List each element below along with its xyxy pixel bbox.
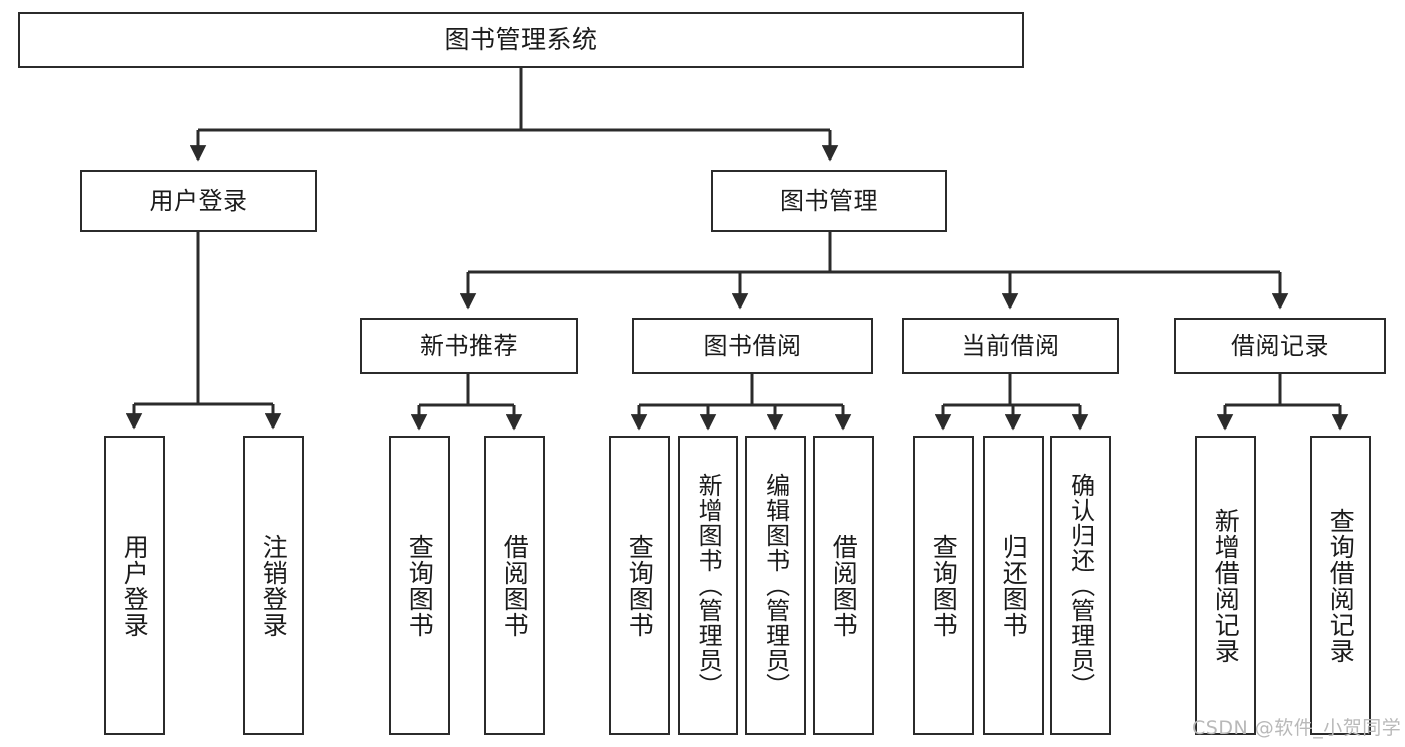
leaf-current-return-book: 归还图书 — [983, 436, 1044, 735]
leaf-current-query-book: 查询图书 — [913, 436, 974, 735]
leaf-record-search: 查询借阅记录 — [1310, 436, 1371, 735]
node-current-borrow: 当前借阅 — [902, 318, 1119, 374]
leaf-current-confirm-return-admin: 确认归还（管理员） — [1050, 436, 1111, 735]
watermark-text: CSDN @软件_小贺同学 — [1192, 717, 1402, 739]
leaf-borrow-add-book-admin: 新增图书（管理员） — [678, 436, 738, 735]
node-book-borrow: 图书借阅 — [632, 318, 873, 374]
node-new-book-rec: 新书推荐 — [360, 318, 578, 374]
leaf-user-logout: 注销登录 — [243, 436, 304, 735]
leaf-rec-borrow-book: 借阅图书 — [484, 436, 545, 735]
node-borrow-record: 借阅记录 — [1174, 318, 1386, 374]
node-root-图书管理系统: 图书管理系统 — [18, 12, 1024, 68]
leaf-rec-query-book: 查询图书 — [389, 436, 450, 735]
node-book-manage: 图书管理 — [711, 170, 947, 232]
leaf-user-login: 用户登录 — [104, 436, 165, 735]
leaf-record-add: 新增借阅记录 — [1195, 436, 1256, 735]
leaf-borrow-query-book: 查询图书 — [609, 436, 670, 735]
node-user-login: 用户登录 — [80, 170, 317, 232]
leaf-borrow-borrow-book: 借阅图书 — [813, 436, 874, 735]
leaf-borrow-edit-book-admin: 编辑图书（管理员） — [745, 436, 806, 735]
